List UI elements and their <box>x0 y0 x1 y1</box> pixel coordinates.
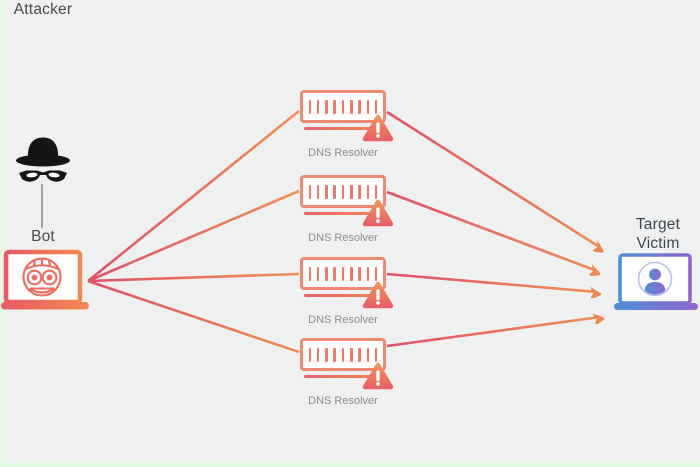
edge-bot-to-resolver-1 <box>87 109 300 283</box>
edge-bot-to-resolver-2 <box>87 189 300 283</box>
warning-triangle-icon <box>362 362 394 390</box>
bot-laptop-icon <box>1 249 89 310</box>
resolver-node-3: DNS Resolver <box>298 255 394 331</box>
victim-label-line1: Target <box>635 216 681 233</box>
warning-triangle-icon <box>362 281 394 309</box>
edge-resolver-1-to-victim <box>386 110 601 248</box>
bot-label: Bot <box>31 228 55 245</box>
server-base-line <box>304 375 382 378</box>
resolver-node-1: DNS Resolver <box>298 88 394 164</box>
resolver-label: DNS Resolver <box>308 232 378 244</box>
resolver-node-2: DNS Resolver <box>298 173 394 249</box>
warning-triangle-icon <box>362 199 394 227</box>
spy-hat-glasses-icon <box>16 137 70 182</box>
edge-resolver-2-to-victim <box>386 190 597 271</box>
warning-triangle-icon <box>362 114 394 142</box>
server-icon <box>300 257 386 290</box>
victim-label-line2: Victim <box>636 235 680 252</box>
server-icon <box>300 338 386 371</box>
server-icon <box>300 90 386 123</box>
edge-resolver-3-to-victim <box>386 272 597 292</box>
edge-bot-to-resolver-4 <box>87 279 300 354</box>
resolver-label: DNS Resolver <box>308 314 378 326</box>
resolver-label: DNS Resolver <box>308 395 378 407</box>
victim-label: Target Victim <box>618 215 698 253</box>
attacker-bot-connector-line <box>41 184 43 228</box>
server-base-line <box>304 127 382 130</box>
server-base-line <box>304 212 382 215</box>
attacker-label: Attacker <box>13 1 73 18</box>
server-base-line <box>304 294 382 297</box>
resolver-label: DNS Resolver <box>308 147 378 159</box>
user-laptop-icon <box>614 253 698 310</box>
server-icon <box>300 175 386 208</box>
resolver-node-4: DNS Resolver <box>298 336 394 412</box>
edge-resolver-4-to-victim <box>386 317 600 348</box>
edge-bot-to-resolver-3 <box>87 272 300 283</box>
